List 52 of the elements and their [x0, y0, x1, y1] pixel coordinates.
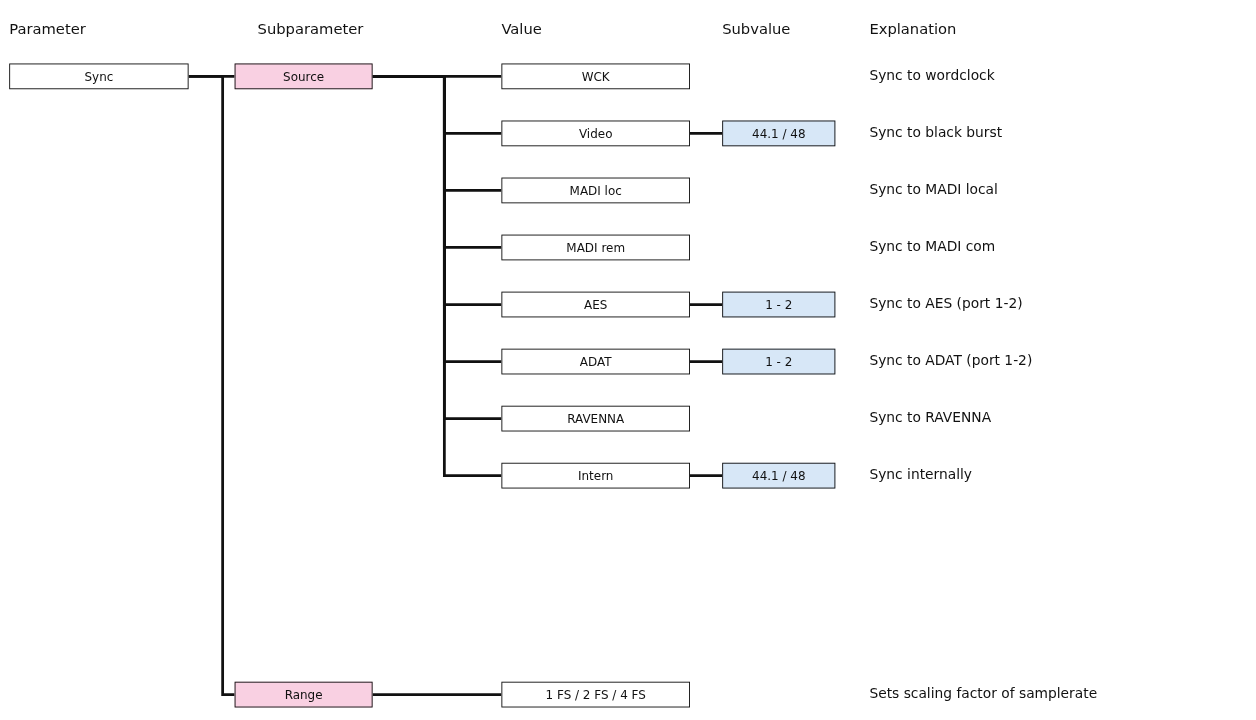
- option-box: [722, 462, 836, 489]
- option-box: [501, 63, 690, 90]
- explanation-text: Sync to AES (port 1-2): [869, 295, 1023, 312]
- option-box: [501, 120, 690, 147]
- option-box: [501, 234, 690, 261]
- option-box: [722, 291, 836, 318]
- option-text: 44.1 / 48: [752, 126, 806, 141]
- column-header: Subvalue: [722, 20, 791, 38]
- connector-line: [690, 360, 723, 363]
- explanation-text: Sets scaling factor of samplerate: [869, 685, 1098, 702]
- explanation-text: Sync to RAVENNA: [869, 409, 992, 426]
- column-header: Value: [501, 20, 542, 38]
- option-text: 1 FS / 2 FS / 4 FS: [545, 687, 646, 702]
- option-box: [722, 120, 836, 147]
- option-box: [501, 462, 690, 489]
- option-text: AES: [584, 297, 608, 312]
- explanation-text: Sync internally: [869, 466, 972, 483]
- option-box: [501, 405, 690, 432]
- option-box: [234, 681, 373, 708]
- explanation-text: Sync to MADI local: [869, 181, 998, 198]
- column-header: Parameter: [9, 20, 86, 38]
- option-box: [9, 63, 189, 90]
- option-box: [722, 348, 836, 375]
- option-text: WCK: [581, 69, 610, 84]
- connector-line: [188, 75, 235, 696]
- option-box: [501, 177, 690, 204]
- column-header: Explanation: [869, 20, 957, 38]
- option-text: 1 - 2: [765, 354, 793, 369]
- column-header: Subparameter: [257, 20, 364, 38]
- connector-line: [372, 693, 502, 696]
- connector-line: [690, 132, 723, 135]
- option-text: Range: [284, 687, 323, 702]
- explanation-text: Sync to black burst: [869, 124, 1003, 141]
- option-box: [501, 681, 690, 708]
- option-text: MADI loc: [569, 183, 622, 198]
- explanation-text: Sync to ADAT (port 1-2): [869, 352, 1033, 369]
- option-text: MADI rem: [566, 240, 626, 255]
- option-box: [501, 348, 690, 375]
- connector-line: [690, 474, 723, 477]
- explanation-text: Sync to wordclock: [869, 67, 995, 84]
- option-text: Sync: [84, 69, 114, 84]
- option-text: 1 - 2: [765, 297, 793, 312]
- option-box: [501, 291, 690, 318]
- option-text: Source: [283, 69, 325, 84]
- option-text: Intern: [578, 468, 614, 483]
- option-text: RAVENNA: [567, 411, 625, 426]
- explanation-text: Sync to MADI com: [869, 238, 996, 255]
- option-text: Video: [578, 126, 613, 141]
- option-text: 44.1 / 48: [752, 468, 806, 483]
- option-text: ADAT: [579, 354, 612, 369]
- connector-line: [690, 303, 723, 306]
- option-box: [234, 63, 373, 90]
